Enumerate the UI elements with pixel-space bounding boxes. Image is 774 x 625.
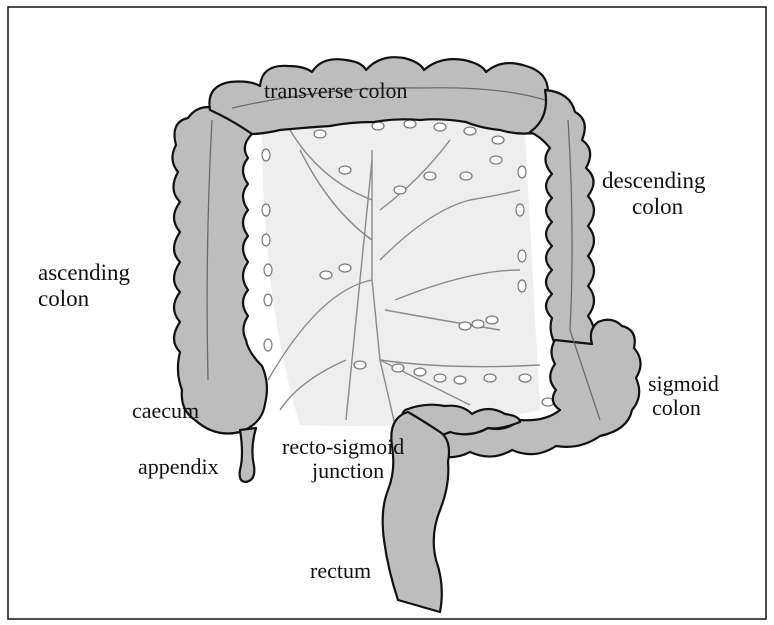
label-ascending-line1: ascending <box>38 260 130 286</box>
label-appendix-text: appendix <box>138 456 219 478</box>
label-recto-sigmoid-junction: recto-sigmoid junction <box>282 435 404 483</box>
label-transverse-text: transverse colon <box>264 80 408 102</box>
label-descending-line2: colon <box>602 194 705 220</box>
label-descending-colon: descending colon <box>602 168 705 220</box>
label-appendix: appendix <box>138 456 219 478</box>
label-caecum-text: caecum <box>132 400 199 422</box>
appendix <box>240 428 256 482</box>
label-rectum: rectum <box>310 560 371 582</box>
label-descending-line1: descending <box>602 168 705 194</box>
label-caecum: caecum <box>132 400 199 422</box>
ascending-colon <box>172 107 266 433</box>
label-ascending-line2: colon <box>38 286 130 312</box>
label-recto-line2: junction <box>282 459 404 483</box>
label-sigmoid-colon: sigmoid colon <box>648 372 719 420</box>
mesentery <box>262 119 540 426</box>
descending-colon <box>530 90 594 344</box>
label-ascending-colon: ascending colon <box>38 260 130 312</box>
label-recto-line1: recto-sigmoid <box>282 435 404 459</box>
label-sigmoid-line2: colon <box>648 396 719 420</box>
label-transverse-colon: transverse colon <box>264 80 408 102</box>
label-sigmoid-line1: sigmoid <box>648 372 719 396</box>
label-rectum-text: rectum <box>310 560 371 582</box>
